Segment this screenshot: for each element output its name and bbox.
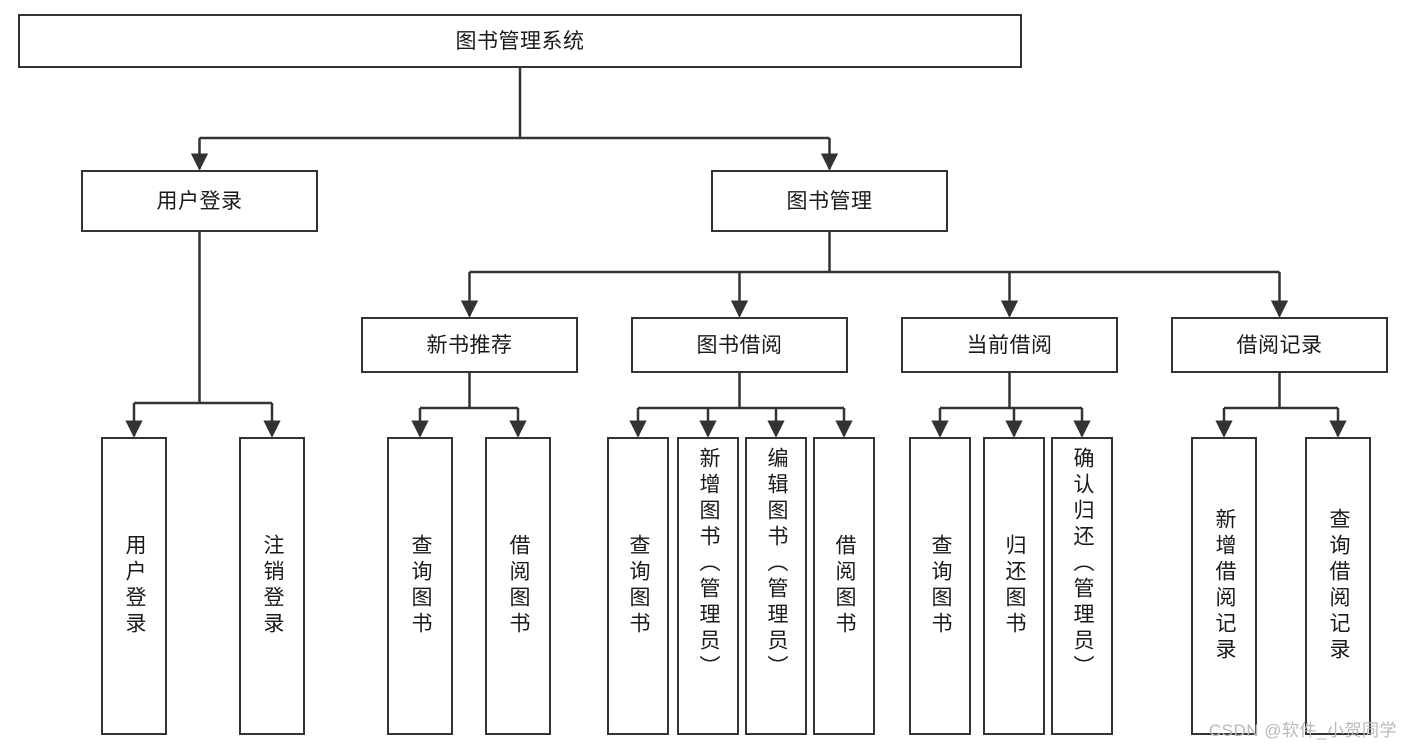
node-leaf-query-book-borrow[interactable]: 查询图书 (607, 437, 669, 735)
node-leaf-borrow-book[interactable]: 借阅图书 (813, 437, 875, 735)
node-book-borrow[interactable]: 图书借阅 (631, 317, 848, 373)
node-label-user-login: 用户登录 (156, 189, 243, 213)
node-label-leaf-confirm-return-admin: 确认归还（管理员） (1071, 447, 1095, 681)
node-label-leaf-query-book-rec: 查询图书 (409, 534, 433, 638)
node-label-leaf-user-login: 用户登录 (123, 534, 147, 638)
node-leaf-return-book[interactable]: 归还图书 (983, 437, 1045, 735)
node-leaf-query-borrow-record[interactable]: 查询借阅记录 (1305, 437, 1371, 735)
node-label-root: 图书管理系统 (455, 29, 585, 53)
node-label-leaf-logout: 注销登录 (261, 534, 285, 638)
node-root[interactable]: 图书管理系统 (18, 14, 1022, 68)
node-leaf-borrow-book-rec[interactable]: 借阅图书 (485, 437, 551, 735)
node-label-leaf-query-borrow-record: 查询借阅记录 (1327, 508, 1351, 664)
node-label-book-manage: 图书管理 (786, 189, 873, 213)
node-label-leaf-return-book: 归还图书 (1003, 534, 1027, 638)
node-label-leaf-add-borrow-record: 新增借阅记录 (1213, 508, 1237, 664)
node-leaf-query-book-current[interactable]: 查询图书 (909, 437, 971, 735)
node-leaf-logout[interactable]: 注销登录 (239, 437, 305, 735)
node-leaf-query-book-rec[interactable]: 查询图书 (387, 437, 453, 735)
node-label-leaf-edit-book-admin: 编辑图书（管理员） (765, 447, 789, 681)
node-label-leaf-borrow-book-rec: 借阅图书 (507, 534, 531, 638)
node-leaf-edit-book-admin[interactable]: 编辑图书（管理员） (745, 437, 807, 735)
watermark-text: CSDN @软件_小贺同学 (1208, 721, 1397, 740)
node-label-book-borrow: 图书借阅 (696, 333, 783, 357)
node-label-new-book-recommend: 新书推荐 (426, 333, 513, 357)
node-borrow-record[interactable]: 借阅记录 (1171, 317, 1388, 373)
node-label-leaf-query-book-current: 查询图书 (929, 534, 953, 638)
node-book-manage[interactable]: 图书管理 (711, 170, 948, 232)
node-label-leaf-borrow-book: 借阅图书 (833, 534, 857, 638)
node-new-book-recommend[interactable]: 新书推荐 (361, 317, 578, 373)
node-user-login[interactable]: 用户登录 (81, 170, 318, 232)
node-label-leaf-add-book-admin: 新增图书（管理员） (697, 447, 721, 681)
node-label-current-borrow: 当前借阅 (966, 333, 1053, 357)
node-leaf-add-book-admin[interactable]: 新增图书（管理员） (677, 437, 739, 735)
node-label-borrow-record: 借阅记录 (1236, 333, 1323, 357)
node-label-leaf-query-book-borrow: 查询图书 (627, 534, 651, 638)
node-leaf-add-borrow-record[interactable]: 新增借阅记录 (1191, 437, 1257, 735)
node-current-borrow[interactable]: 当前借阅 (901, 317, 1118, 373)
node-leaf-confirm-return-admin[interactable]: 确认归还（管理员） (1051, 437, 1113, 735)
node-leaf-user-login[interactable]: 用户登录 (101, 437, 167, 735)
